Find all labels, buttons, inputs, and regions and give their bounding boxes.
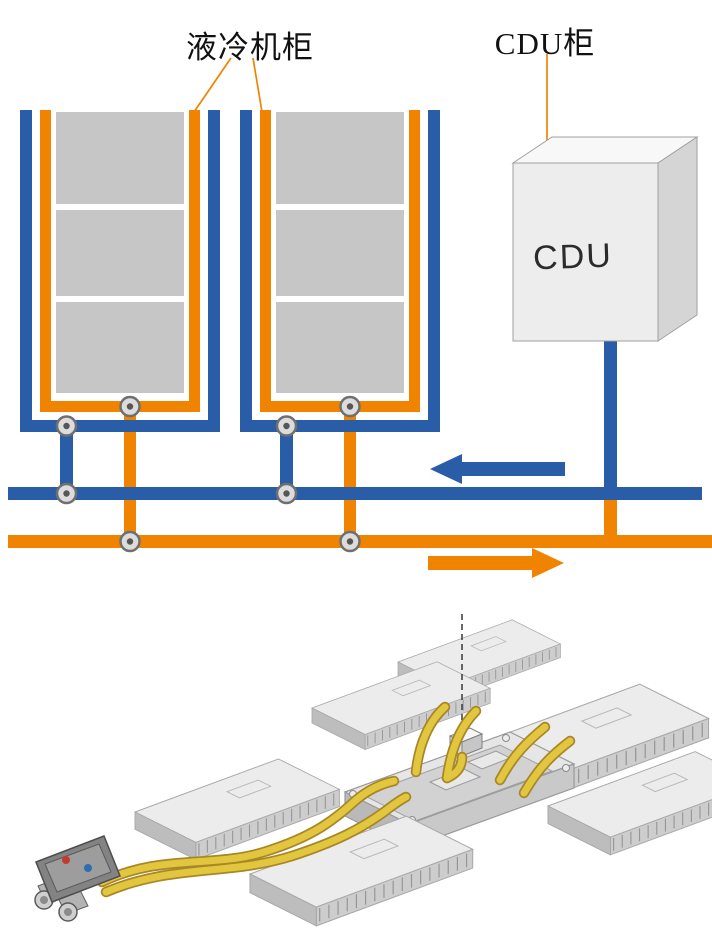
cdu-side-face	[657, 136, 698, 342]
valve	[55, 415, 78, 437]
quick-disconnect-coupling	[34, 835, 121, 922]
cdu-cabinet-label: CDU柜	[494, 26, 596, 61]
coupling-port	[34, 890, 54, 910]
cold-plate-module-5	[134, 758, 340, 861]
valve	[339, 530, 361, 553]
blue-port-marker	[84, 864, 92, 872]
cooling-loop-schematic	[8, 54, 712, 578]
cold-plate-module-illustration	[34, 614, 712, 927]
liquid-cooled-cabinet-2	[240, 110, 440, 548]
coolant-hoses	[96, 701, 576, 898]
red-port-marker	[62, 856, 70, 864]
valve	[119, 395, 141, 418]
valve	[339, 395, 361, 418]
orange-flow-arrow-right	[428, 548, 564, 578]
return-manifold-blue	[8, 487, 702, 500]
cdu-front-face	[512, 162, 659, 342]
coupling-port	[58, 902, 78, 922]
leader-line-cabinet-2	[252, 57, 263, 113]
valve	[275, 482, 298, 505]
coupling-face	[44, 843, 112, 893]
leader-line-cabinet-1	[193, 57, 232, 113]
cdu-return-riser	[604, 341, 617, 500]
cdu-box-label: CDU	[532, 236, 614, 278]
valve	[119, 530, 141, 553]
valve	[275, 415, 298, 437]
cabinet-label: 液冷机柜	[186, 30, 314, 65]
blue-flow-arrow-left	[430, 454, 565, 484]
cdu-unit	[511, 136, 699, 342]
valve	[55, 482, 78, 505]
liquid-cooled-cabinet-1	[20, 110, 220, 548]
